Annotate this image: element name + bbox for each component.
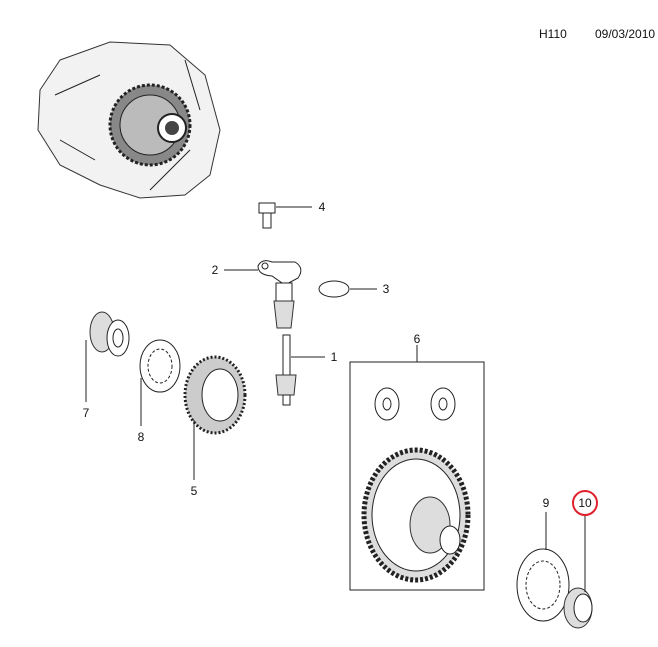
part-3-o-ring[interactable] xyxy=(318,280,377,298)
diagram-code: H110 xyxy=(539,27,567,41)
callout-5[interactable]: 5 xyxy=(191,484,198,498)
callout-2[interactable]: 2 xyxy=(212,263,219,277)
transaxle-overview-illustration xyxy=(37,41,221,199)
part-2-speedometer-driven-gear[interactable] xyxy=(224,260,302,329)
part-7-seal[interactable] xyxy=(85,311,130,402)
diagram-date: 09/03/2010 xyxy=(595,27,656,41)
highlight-circle xyxy=(572,490,598,516)
part-4-bolt[interactable] xyxy=(258,202,312,229)
callout-10[interactable]: 10 xyxy=(578,496,592,510)
callout-1[interactable]: 1 xyxy=(331,350,338,364)
part-6-differential-assembly[interactable] xyxy=(349,345,485,591)
callout-7[interactable]: 7 xyxy=(83,406,90,420)
callout-3[interactable]: 3 xyxy=(383,282,390,296)
part-8-bearing[interactable] xyxy=(139,339,181,426)
callout-4[interactable]: 4 xyxy=(319,200,326,214)
callout-6[interactable]: 6 xyxy=(414,332,421,346)
part-9-bearing[interactable] xyxy=(516,512,570,622)
callout-9[interactable]: 9 xyxy=(543,496,550,510)
part-10-seal[interactable] xyxy=(563,490,598,629)
part-1-pinion-shaft[interactable] xyxy=(275,334,325,406)
callout-8[interactable]: 8 xyxy=(138,430,145,444)
part-5-speedometer-drive-gear[interactable] xyxy=(183,355,247,480)
